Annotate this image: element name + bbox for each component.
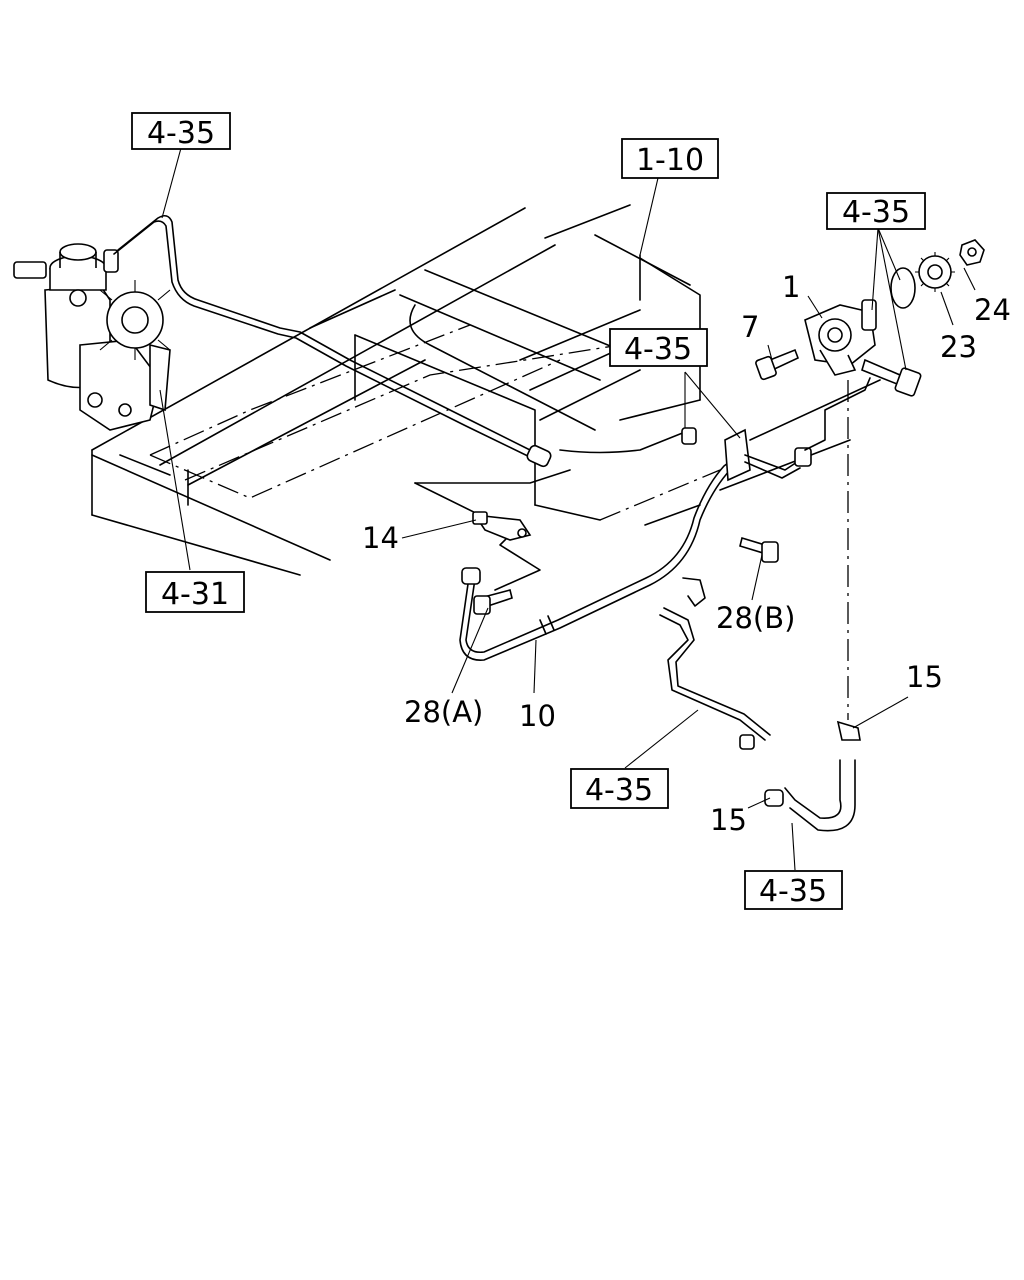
leader-lines	[159, 147, 976, 871]
ref-box-2[interactable]: 1-10	[621, 138, 719, 179]
ref-box-5[interactable]: 4-31	[145, 571, 245, 613]
callout-28a: 28(A)	[404, 695, 483, 729]
nut-24	[959, 239, 985, 266]
callout-23: 23	[940, 330, 977, 364]
return-hose	[784, 380, 861, 832]
ref-box-7[interactable]: 4-35	[744, 870, 843, 910]
ref-box-6[interactable]: 4-35	[570, 768, 669, 809]
callout-14: 14	[362, 521, 399, 555]
callout-10: 10	[519, 699, 556, 733]
gear-23	[915, 252, 955, 292]
ref-label: 1-10	[636, 143, 704, 178]
ref-label: 4-35	[842, 195, 910, 230]
ref-label: 4-35	[759, 874, 827, 909]
bolt-28a	[473, 589, 513, 615]
callout-1: 1	[782, 270, 800, 304]
mounting-bracket	[414, 469, 571, 591]
callout-15b: 15	[710, 803, 747, 837]
steering-pump	[804, 299, 877, 376]
pump-bolt	[861, 358, 922, 397]
ref-box-4[interactable]: 4-35	[609, 328, 708, 367]
pipe-clamp	[681, 427, 697, 445]
steering-gear-box	[13, 243, 171, 431]
bolt-7	[755, 348, 800, 381]
callout-24: 24	[974, 293, 1011, 327]
suction-hose	[659, 577, 784, 807]
steering-pipe	[113, 214, 552, 468]
ref-label: 4-31	[161, 577, 229, 612]
chassis-frame	[91, 204, 881, 576]
bolt-28b	[739, 536, 779, 563]
ref-box-3[interactable]: 4-35	[826, 192, 926, 230]
callout-15a: 15	[906, 660, 943, 694]
ref-label: 4-35	[624, 332, 692, 367]
ref-label: 4-35	[585, 773, 653, 808]
callout-7: 7	[741, 310, 759, 344]
ref-label: 4-35	[147, 116, 215, 151]
gasket	[890, 267, 916, 309]
return-pipe-10	[459, 377, 871, 661]
callout-28b: 28(B)	[716, 601, 795, 635]
ref-box-1[interactable]: 4-35	[131, 112, 231, 151]
